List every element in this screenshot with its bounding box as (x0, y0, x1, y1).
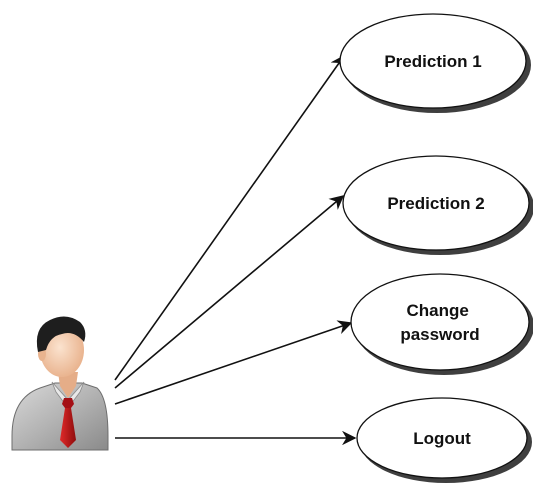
association-arrows (114, 54, 357, 446)
user-actor-icon (11, 316, 109, 451)
use-case-prediction-1: Prediction 1 (339, 13, 531, 113)
arrow-to-change-password (114, 320, 353, 405)
use-case-logout: Logout (356, 397, 532, 483)
tie-shape (60, 398, 76, 448)
use-case-label: Prediction 2 (387, 194, 484, 213)
use-case-label-line: Prediction 1 (384, 52, 481, 71)
use-case-label-line: password (400, 325, 479, 344)
use-case-label-line: Logout (413, 429, 471, 448)
use-case-change-password: Change password (350, 273, 533, 375)
use-case-prediction-2: Prediction 2 (342, 155, 533, 255)
use-case-label-line: Prediction 2 (387, 194, 484, 213)
arrow-to-prediction-1 (114, 54, 345, 381)
use-case-label-line: Change (406, 301, 468, 320)
arrow-to-prediction-2 (114, 195, 345, 389)
use-case-label: Logout (413, 429, 471, 448)
use-case-label: Change password (400, 301, 479, 344)
use-case-label: Prediction 1 (384, 52, 481, 71)
